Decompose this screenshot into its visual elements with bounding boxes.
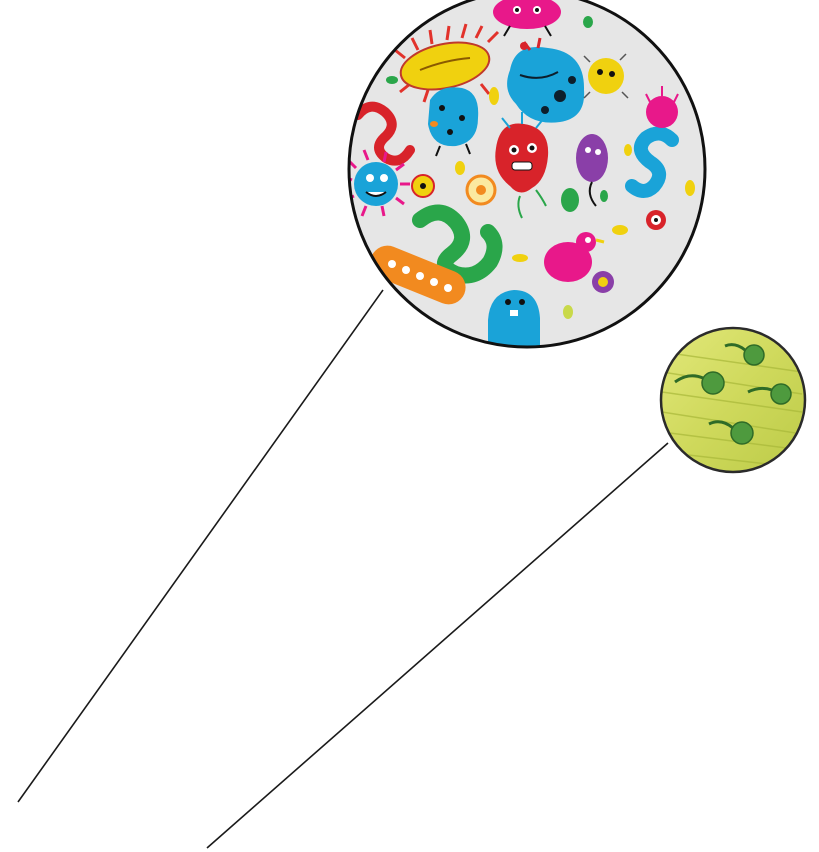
pointer-line-large <box>18 290 383 802</box>
yellow-eye-cell-icon <box>412 175 434 197</box>
orange-sun-cell-icon <box>467 176 495 204</box>
green-oval-cell-icon <box>561 188 579 212</box>
purple-ring-cell-icon <box>592 271 614 293</box>
pointer-line-small <box>207 443 668 848</box>
large-magnified-circle <box>342 0 705 350</box>
red-eye-cell-icon <box>646 210 666 230</box>
small-magnified-circle <box>661 328 805 472</box>
blue-bottom-microbe-icon <box>488 290 540 350</box>
